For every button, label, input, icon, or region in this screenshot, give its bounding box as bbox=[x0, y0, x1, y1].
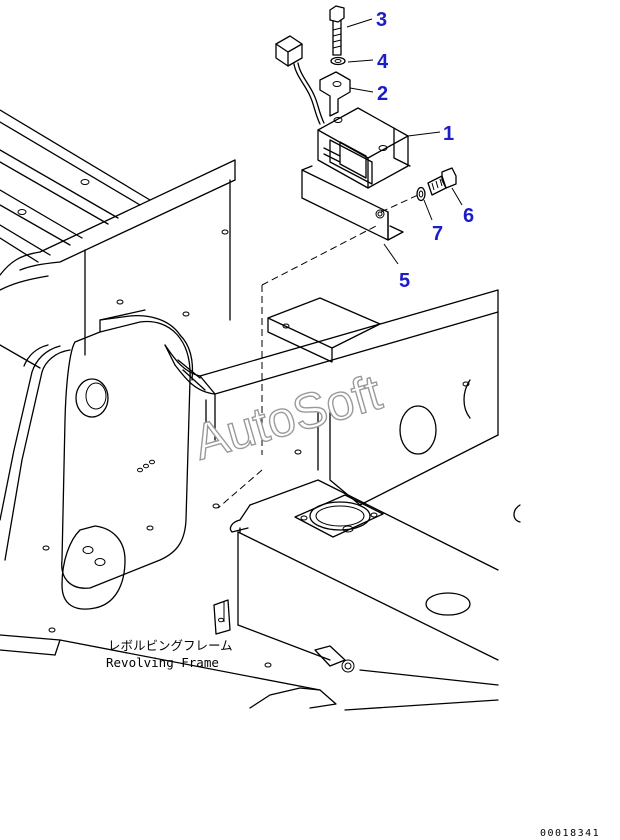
drawing-code: 00018341 bbox=[540, 828, 600, 839]
frame-right-wall bbox=[294, 311, 499, 506]
leader-lines bbox=[223, 18, 463, 622]
callout-7: 7 bbox=[432, 223, 443, 245]
callout-5: 5 bbox=[399, 270, 410, 292]
boom-bracket bbox=[0, 309, 194, 589]
frame-left-rails bbox=[0, 109, 151, 263]
watermark: AutoSoft bbox=[188, 364, 388, 471]
connector-harness bbox=[275, 35, 325, 125]
callout-2: 2 bbox=[377, 83, 388, 105]
callout-4: 4 bbox=[377, 51, 389, 73]
frame-main-crossbeam bbox=[164, 289, 499, 446]
part-5-mounting-plate bbox=[301, 165, 404, 241]
frame-lower-deck bbox=[229, 479, 521, 661]
callout-1: 1 bbox=[443, 123, 454, 145]
frame-top-crossbeam bbox=[0, 159, 236, 317]
part-1-controller-box bbox=[317, 107, 411, 189]
part-3-bolt bbox=[329, 5, 345, 56]
frame-label-english: Revolving Frame bbox=[106, 655, 219, 670]
frame-label-japanese: レボルビングフレーム bbox=[108, 638, 233, 653]
part-6-bolt bbox=[427, 167, 457, 196]
part-4-washer bbox=[330, 56, 346, 66]
mounting-guide-lines bbox=[212, 194, 419, 509]
frame-lower-left bbox=[0, 525, 499, 711]
part-2-bracket bbox=[319, 71, 351, 117]
callout-6: 6 bbox=[463, 205, 474, 227]
frame-vertical-posts bbox=[0, 179, 231, 369]
frame-support-block bbox=[267, 297, 381, 363]
callout-3: 3 bbox=[376, 9, 387, 31]
part-7-washer bbox=[416, 186, 426, 202]
